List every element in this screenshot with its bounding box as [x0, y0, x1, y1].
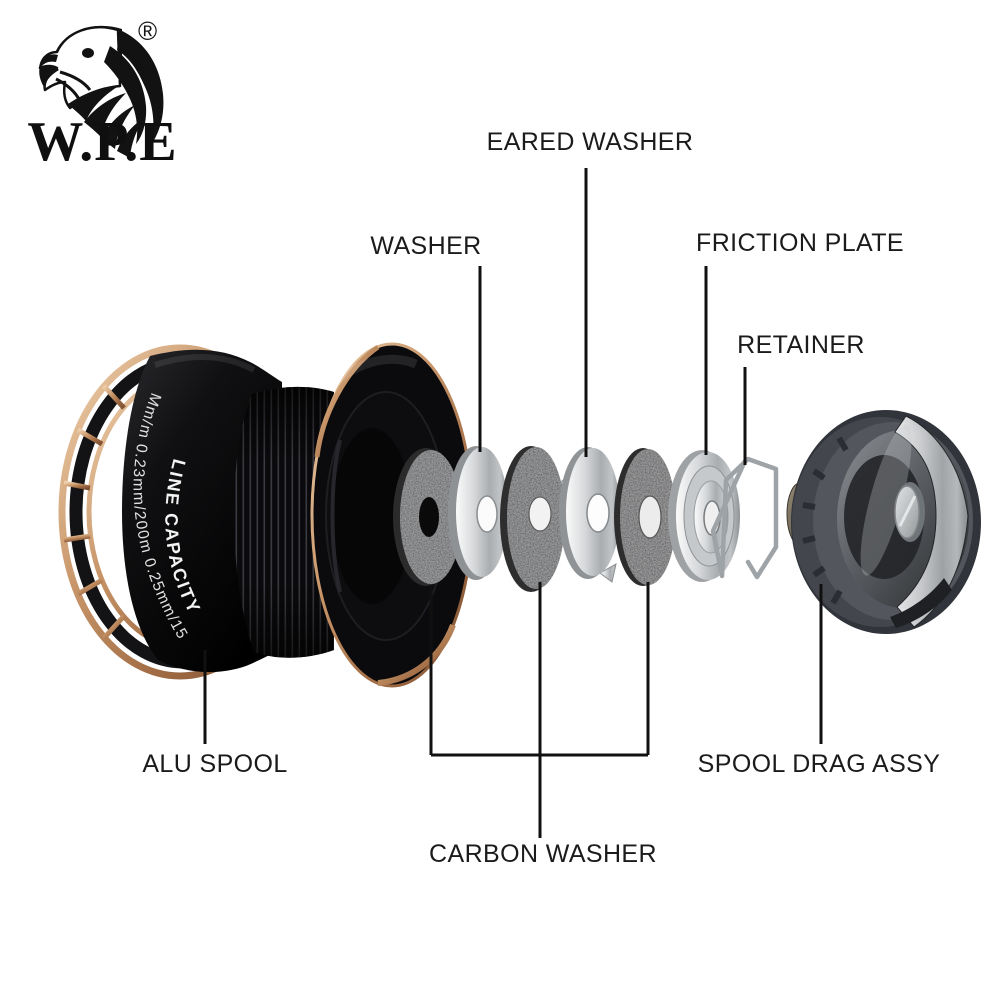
label-washer: WASHER	[370, 232, 482, 260]
drag-button	[894, 482, 925, 542]
label-eared-washer: EARED WASHER	[486, 128, 694, 156]
label-alu-spool: ALU SPOOL	[142, 750, 288, 778]
friction-plate	[668, 450, 740, 582]
pointer-carbon-washer	[429, 582, 650, 838]
spool-drag-assembly	[786, 410, 981, 634]
pointer-lines	[203, 168, 823, 838]
spool-barrel	[234, 386, 334, 658]
label-retainer: RETAINER	[737, 331, 865, 359]
label-friction-plate: FRICTION PLATE	[696, 229, 904, 257]
carbon-washer-1	[393, 448, 462, 586]
metal-washer	[448, 446, 508, 580]
carbon-washer-3	[614, 448, 676, 586]
alu-spool: Mm/m 0.23mm/200m 0.25mm/15 LINE CAPACITY	[58, 342, 474, 688]
carbon-washer-2	[500, 446, 565, 592]
label-carbon-washer: CARBON WASHER	[429, 840, 657, 868]
registered-trademark: ®	[138, 16, 158, 46]
brand-name: W.P.E	[27, 111, 178, 173]
eagle-icon	[38, 25, 164, 158]
retainer-clip	[710, 456, 779, 580]
eared-washer	[559, 447, 620, 583]
label-spool-drag-assy: SPOOL DRAG ASSY	[697, 750, 941, 778]
